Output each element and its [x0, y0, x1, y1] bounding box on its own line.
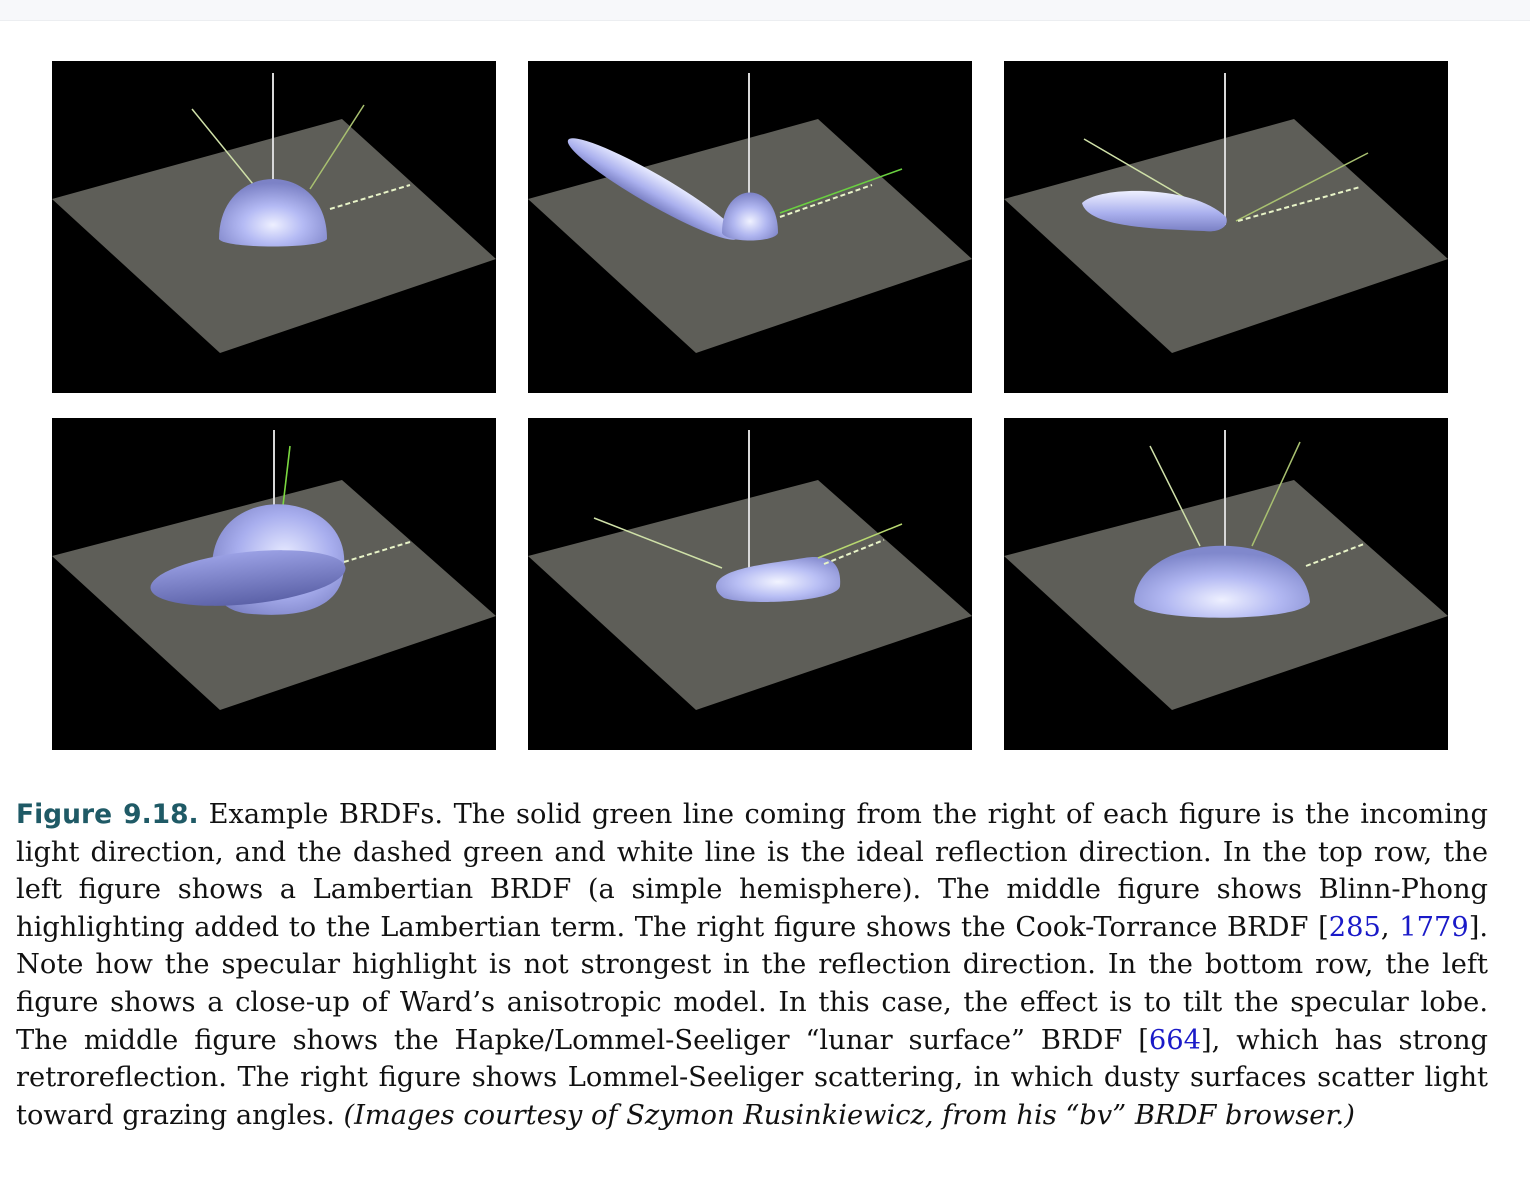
caption-text-1: Example BRDFs. The solid green line comi… [16, 799, 1488, 943]
citation-separator: , [1380, 911, 1400, 943]
ward-anisotropic-illustration [52, 430, 496, 710]
figure-image-grid [52, 61, 1448, 750]
lommel-seeliger-illustration [1004, 430, 1448, 710]
cook-torrance-illustration [1004, 73, 1448, 353]
brdf-panel-blinn-phong [528, 61, 972, 393]
citation-link-664[interactable]: 664 [1148, 1024, 1201, 1056]
viewer-top-bar [0, 0, 1530, 21]
caption-text-3: ], which has strong retroreflection. The… [16, 1024, 1488, 1131]
brdf-panel-lommel-seeliger [1004, 418, 1448, 750]
brdf-panel-lambertian [52, 61, 496, 393]
image-credit: (Images courtesy of Szymon Rusinkiewicz,… [343, 1099, 1355, 1131]
blinn-phong-illustration [528, 73, 972, 353]
brdf-panel-cook-torrance [1004, 61, 1448, 393]
brdf-panel-ward-anisotropic [52, 418, 496, 750]
hapke-illustration [528, 430, 972, 710]
figure-label: Figure 9.18. [16, 799, 199, 830]
citation-link-1779[interactable]: 1779 [1399, 911, 1469, 943]
lambertian-illustration [52, 73, 496, 353]
citation-link-285[interactable]: 285 [1328, 911, 1381, 943]
figure-caption: Figure 9.18.Example BRDFs. The solid gre… [16, 796, 1488, 1134]
caption-text-2: ]. Note how the specular highlight is no… [16, 911, 1489, 1056]
brdf-panel-hapke-lommel-seeliger [528, 418, 972, 750]
